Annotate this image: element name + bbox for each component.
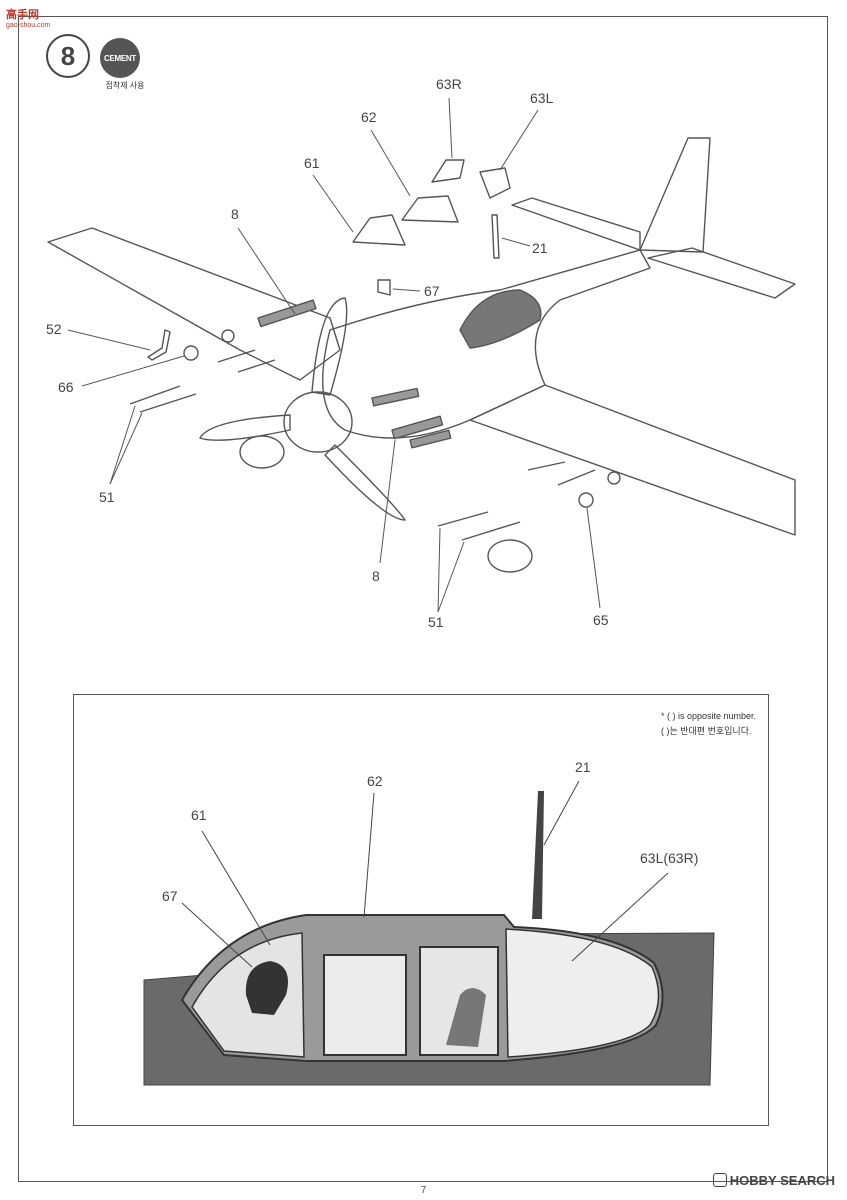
site-logo-sub: gao-shou.com xyxy=(6,22,51,29)
part-66-b xyxy=(221,329,235,343)
left-wheel xyxy=(239,435,285,469)
note-line-korean: ( )는 반대편 번호입니다. xyxy=(660,726,752,736)
cement-icon: CEMENT xyxy=(100,38,140,78)
page-number: 7 xyxy=(420,1185,427,1196)
part-62-canopy xyxy=(401,195,459,223)
exhaust-lower xyxy=(409,429,452,449)
part-67 xyxy=(377,279,391,296)
hobby-search-watermark: HOBBY SEARCH xyxy=(712,1173,835,1188)
part-21-antenna xyxy=(491,214,500,259)
step-number-badge: 8 xyxy=(46,34,90,78)
callout-63R: 63R xyxy=(436,76,462,92)
left-wing xyxy=(47,227,341,381)
fuselage xyxy=(322,249,651,439)
callout-8-lower: 8 xyxy=(372,568,380,584)
watermark-text: HOBBY SEARCH xyxy=(729,1173,835,1188)
cockpit-interior xyxy=(459,289,542,349)
gun-mounts-right xyxy=(527,461,596,486)
callout-65: 65 xyxy=(593,612,609,628)
callout-51-left: 51 xyxy=(99,489,115,505)
part-8-lower xyxy=(391,415,444,440)
part-65-b xyxy=(607,471,621,485)
callout-63L: 63L xyxy=(530,90,554,106)
propeller-blade-bottom xyxy=(324,444,406,521)
part-66 xyxy=(183,345,199,361)
tail-fin xyxy=(639,137,711,253)
stabilizer-left xyxy=(511,197,641,251)
note-line-english: * ( ) is opposite number. xyxy=(660,711,756,721)
site-logo: 高手网 gao-shou.com xyxy=(6,6,50,29)
stabilizer-right xyxy=(647,247,796,299)
part-63R-window xyxy=(431,159,465,183)
site-logo-main: 高手网 xyxy=(6,9,39,21)
callout-67: 67 xyxy=(424,283,440,299)
canopy-detail-inset: * ( ) is opposite number. ( )는 반대편 번호입니다… xyxy=(73,694,769,1126)
part-65 xyxy=(578,492,594,508)
callout-51-right: 51 xyxy=(428,614,444,630)
part-63L-window xyxy=(479,167,511,199)
right-wheel xyxy=(487,539,533,573)
propeller-blade-left xyxy=(199,414,291,441)
inset-callout-63L-63R: 63L(63R) xyxy=(640,850,699,866)
inset-callout-61: 61 xyxy=(191,807,207,823)
exhaust-upper xyxy=(371,387,420,407)
page-frame xyxy=(18,16,828,1182)
callout-61: 61 xyxy=(304,155,320,171)
propeller-blade-top xyxy=(311,297,348,396)
gun-mounts-left xyxy=(217,349,276,373)
hobby-search-logo-icon xyxy=(712,1173,727,1187)
propeller-spinner xyxy=(283,391,353,453)
part-51-left xyxy=(129,385,197,413)
part-61-canopy xyxy=(352,214,406,246)
part-8-upper xyxy=(257,299,317,328)
inset-callout-21: 21 xyxy=(575,759,591,775)
part-51-right xyxy=(437,511,521,541)
callout-21: 21 xyxy=(532,240,548,256)
canopy-photo xyxy=(143,780,715,1086)
right-wing xyxy=(469,384,796,536)
leader-lines xyxy=(67,97,601,613)
inset-callout-62: 62 xyxy=(367,773,383,789)
callout-52: 52 xyxy=(46,321,62,337)
callout-62: 62 xyxy=(361,109,377,125)
opposite-number-note: * ( ) is opposite number. ( )는 반대편 번호입니다… xyxy=(661,709,756,739)
callout-66: 66 xyxy=(58,379,74,395)
callout-8-upper: 8 xyxy=(231,206,239,222)
part-52 xyxy=(147,329,171,361)
cement-note: 접착제 사용 xyxy=(105,81,145,90)
inset-callout-67: 67 xyxy=(162,888,178,904)
